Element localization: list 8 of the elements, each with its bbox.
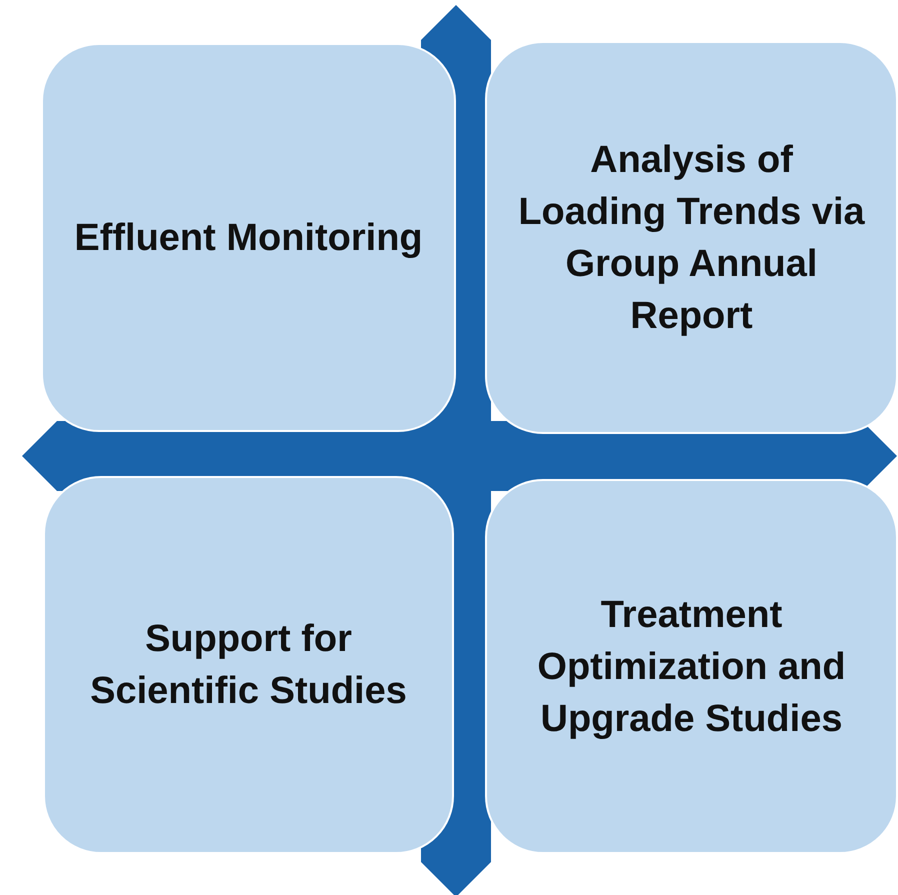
rounded-box [485, 479, 898, 854]
box-label: Support for Scientific Studies [89, 617, 408, 714]
box-label: Treatment Optimization and Upgrade Studies [536, 592, 847, 742]
rounded-box [485, 41, 898, 434]
box-label: Analysis of Loading Trends via Group Annual Report [517, 138, 866, 338]
rounded-box [43, 476, 454, 854]
rounded-box [41, 43, 456, 432]
box-label: Effluent Monitoring [74, 216, 423, 260]
